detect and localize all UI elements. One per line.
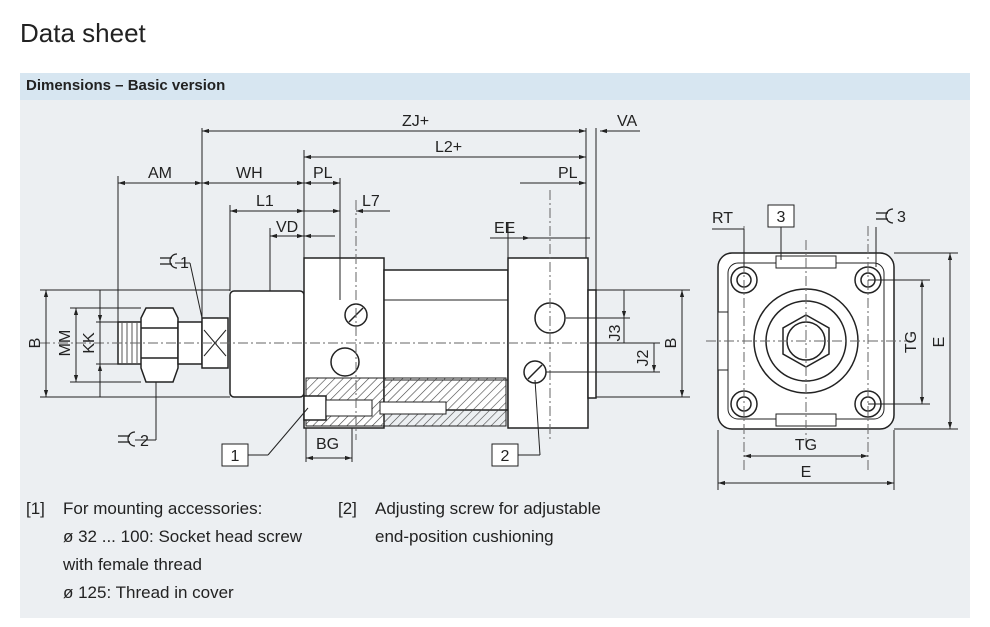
rear-boss — [587, 289, 597, 399]
rod-nut — [140, 307, 179, 383]
side-dimension-labels: ZJ+ VA L2+ AM WH PL PL L1 L7 VD EE BG B … — [27, 113, 680, 453]
note-1-line-3: with female thread — [63, 555, 202, 574]
svg-text:1: 1 — [231, 448, 240, 465]
wrench-icon-1 — [160, 253, 178, 269]
note-2-line-2: end-position cushioning — [375, 527, 554, 546]
section-title: Dimensions – Basic version — [26, 77, 226, 94]
port-front — [330, 347, 360, 377]
note-1-line-2: ø 32 ... 100: Socket head screw — [63, 527, 303, 546]
page-title: Data sheet — [20, 18, 146, 48]
dim-l7: L7 — [362, 193, 380, 210]
dim-ee: EE — [494, 220, 515, 237]
wrench-size-3: 3 — [897, 209, 906, 226]
dim-l2: L2+ — [435, 139, 462, 156]
note-1-line-4: ø 125: Thread in cover — [63, 583, 234, 602]
callout-box-3: 3 — [767, 204, 795, 228]
dim-e-vertical: E — [931, 337, 948, 348]
dim-j3: J3 — [607, 324, 624, 341]
dim-wh: WH — [236, 165, 263, 182]
note-2-line-1: Adjusting screw for adjustable — [375, 499, 601, 518]
dim-b-left: B — [27, 338, 44, 349]
end-view-dimension-lines — [712, 227, 958, 490]
socket-head-screw — [303, 395, 327, 421]
note-1-number: [1] — [26, 499, 45, 518]
dim-mm: MM — [57, 330, 74, 357]
bearing-cap — [229, 290, 305, 398]
wrench-size-1: 1 — [180, 255, 189, 272]
dim-bg: BG — [316, 436, 339, 453]
dimension-lines — [40, 128, 690, 462]
dim-e-horizontal: E — [801, 464, 812, 481]
wrench-size-2: 2 — [140, 433, 149, 450]
dim-b-right: B — [663, 338, 680, 349]
dim-rt: RT — [712, 210, 733, 227]
end-view-dimension-labels: RT TG E TG E — [712, 210, 948, 481]
wrench-icon-3 — [876, 208, 894, 224]
dim-l1: L1 — [256, 193, 274, 210]
dim-pl: PL — [313, 165, 333, 182]
note-1-line-1: For mounting accessories: — [63, 499, 263, 518]
note-2-number: [2] — [338, 499, 357, 518]
wrench-icon-2 — [118, 431, 136, 447]
dim-tg-horizontal: TG — [795, 437, 817, 454]
screw-thread — [325, 399, 373, 417]
callout-box-2: 2 — [491, 443, 519, 467]
dim-pl-rear: PL — [558, 165, 578, 182]
svg-text:2: 2 — [501, 448, 510, 465]
callout-box-1: 1 — [221, 443, 249, 467]
dim-zj: ZJ+ — [402, 113, 429, 130]
note-1: [1] For mounting accessories: ø 32 ... 1… — [26, 495, 326, 615]
dim-tg-vertical: TG — [903, 331, 920, 353]
dim-vd: VD — [276, 219, 298, 236]
dim-kk: KK — [81, 332, 98, 354]
note-2: [2] Adjusting screw for adjustable end-p… — [338, 495, 638, 555]
section-header: Dimensions – Basic version — [20, 73, 970, 100]
dim-va: VA — [617, 113, 637, 130]
svg-text:3: 3 — [777, 209, 786, 226]
dim-am: AM — [148, 165, 172, 182]
cover-thread — [379, 401, 447, 415]
dim-j2: J2 — [635, 349, 652, 366]
centerlines — [40, 190, 620, 440]
